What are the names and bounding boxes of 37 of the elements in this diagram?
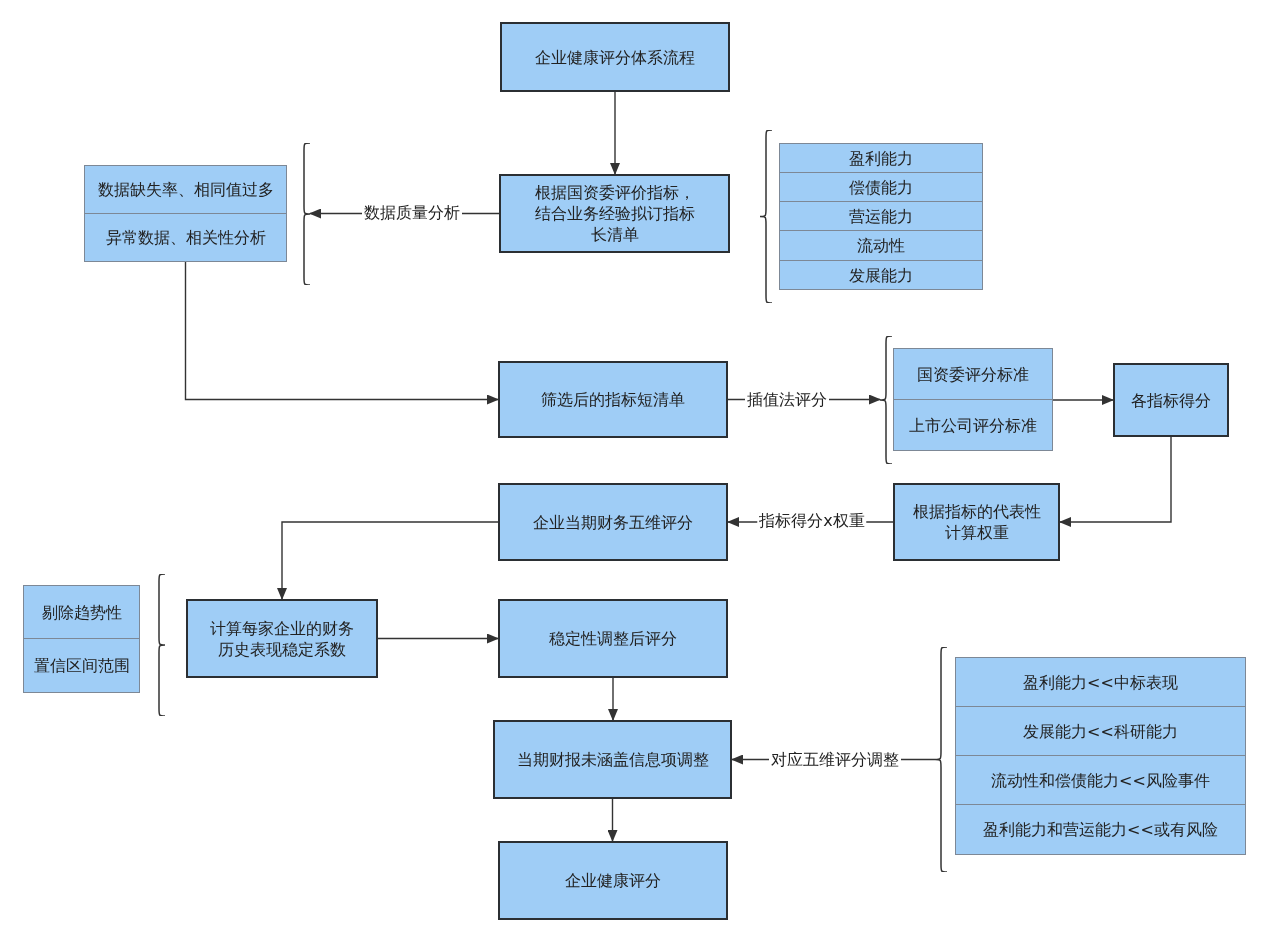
process-box: 筛选后的指标短清单 [498, 361, 728, 438]
arrow [377, 633, 499, 644]
arrow [1052, 395, 1114, 405]
list-cell: 置信区间范围 [23, 638, 140, 693]
process-box: 根据指标的代表性计算权重 [893, 483, 1060, 561]
arrow [184, 261, 499, 405]
list-cell: 流动性 [779, 230, 983, 261]
list-cell: 剔除趋势性 [23, 585, 140, 639]
edge-label: 数据质量分析 [362, 203, 462, 223]
edge-label: 插值法评分 [745, 390, 829, 410]
process-box: 当期财报未涵盖信息项调整 [493, 720, 732, 799]
list-cell: 国资委评分标准 [893, 348, 1053, 400]
process-box: 企业当期财务五维评分 [498, 483, 728, 561]
list-cell: 盈利能力<<中标表现 [955, 657, 1246, 707]
list-cell: 盈利能力和营运能力<<或有风险 [955, 804, 1246, 855]
process-box: 企业健康评分 [498, 841, 728, 920]
list-cell: 偿债能力 [779, 172, 983, 202]
arrow [610, 91, 620, 175]
edge-label: 对应五维评分调整 [769, 750, 901, 770]
process-box: 稳定性调整后评分 [498, 599, 728, 678]
list-cell: 发展能力<<科研能力 [955, 706, 1246, 756]
list-cell: 营运能力 [779, 201, 983, 231]
arrow [607, 798, 618, 842]
arrow [277, 521, 499, 600]
process-box: 根据国资委评价指标，结合业务经验拟订指标长清单 [499, 174, 730, 253]
list-cell: 发展能力 [779, 260, 983, 290]
list-cell: 异常数据、相关性分析 [84, 213, 287, 262]
list-cell: 盈利能力 [779, 143, 983, 173]
list-cell: 上市公司评分标准 [893, 399, 1053, 451]
edge-label: 指标得分x权重 [757, 511, 867, 531]
process-box: 计算每家企业的财务历史表现稳定系数 [186, 599, 378, 678]
process-box: 各指标得分 [1113, 363, 1229, 437]
arrow [1059, 436, 1172, 527]
list-cell: 流动性和偿债能力<<风险事件 [955, 755, 1246, 805]
process-box: 企业健康评分体系流程 [500, 22, 730, 92]
list-cell: 数据缺失率、相同值过多 [84, 165, 287, 214]
arrow [608, 677, 618, 721]
